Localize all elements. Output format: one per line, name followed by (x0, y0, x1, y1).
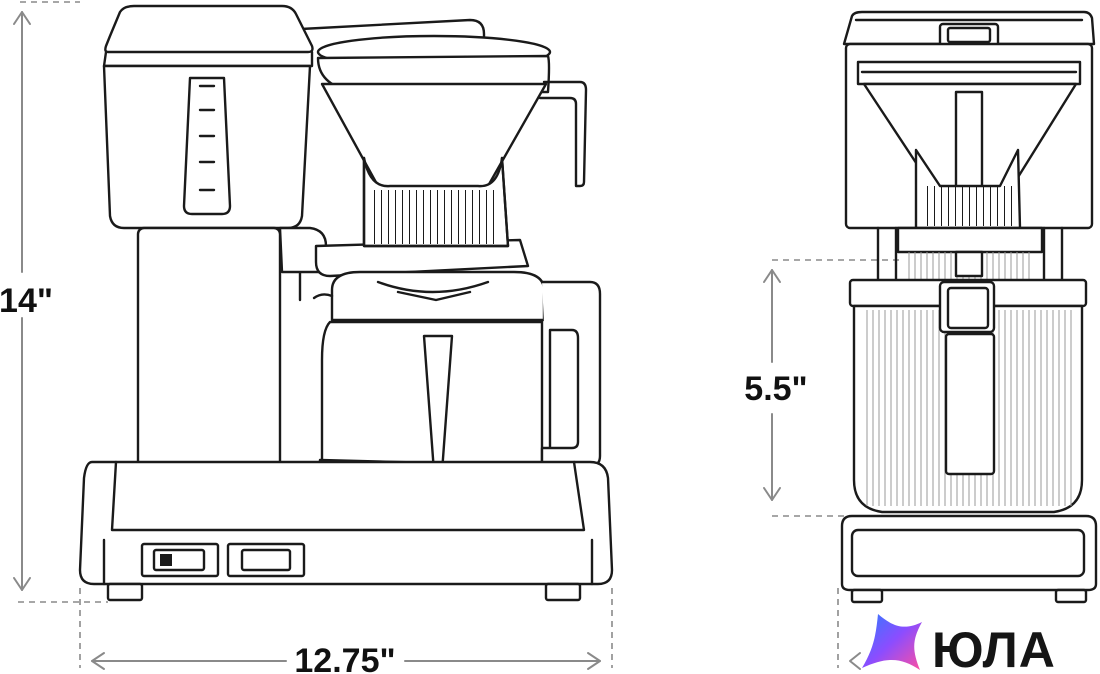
youla-watermark: ЮЛА (862, 614, 1056, 674)
width-label: 12.75" (294, 642, 395, 674)
carafe-lid (330, 270, 546, 322)
carafe-handle (540, 280, 602, 468)
carafe-height-dimension: 5.5" (744, 259, 902, 517)
water-level-gauge (182, 76, 232, 216)
four-point-star-gradient-icon (862, 614, 922, 670)
tank-lid (104, 4, 314, 54)
height-dimension: 14" (0, 1, 108, 603)
width-dimension: 12.75" (79, 588, 613, 674)
carafe-height-label: 5.5" (744, 370, 807, 408)
brand-wordmark: ЮЛА (932, 622, 1056, 674)
side-view (840, 10, 1098, 604)
height-label: 14" (0, 282, 53, 320)
drip-stop-arm (314, 238, 530, 278)
side-depth-dimension (837, 588, 861, 670)
front-view (78, 4, 614, 602)
